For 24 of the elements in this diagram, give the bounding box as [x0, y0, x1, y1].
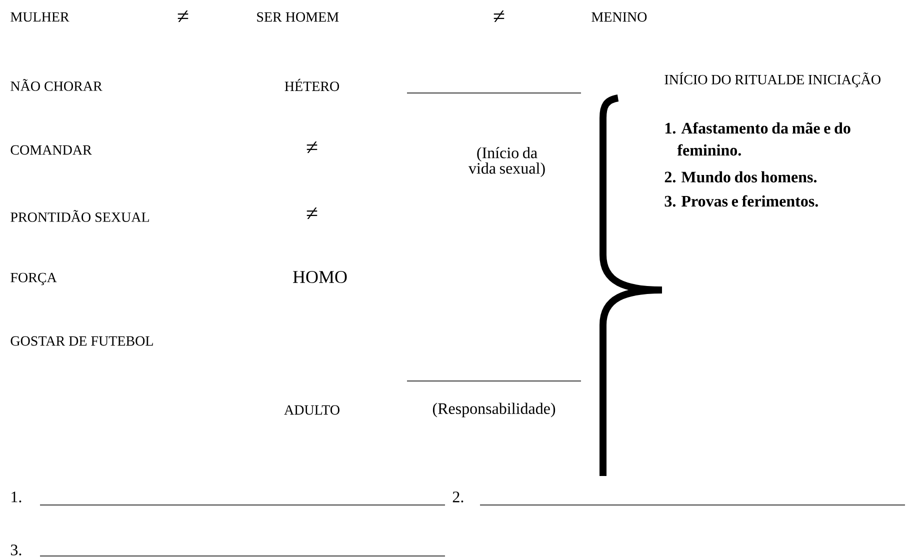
label-text: HÉTERO [284, 78, 340, 92]
label-text: GOSTAR DE FUTEBOL [10, 336, 153, 346]
label-text: ADULTO [284, 405, 340, 415]
label-text: COMANDAR [10, 145, 92, 155]
item-number: 1. [12, 492, 22, 502]
label-text: HOMO [293, 270, 347, 284]
label-text: MULHER [10, 12, 70, 22]
item-number: 3. [10, 544, 22, 556]
heading-text: INÍCIO DO RITUALDE INICIAÇÃO [664, 72, 880, 88]
label-text: SER HOMEM [257, 12, 339, 22]
not-equal-sign: ≠ [494, 10, 504, 22]
not-equal-sign: ≠ [306, 141, 318, 154]
list-item: 3. Provas e ferimentos. [664, 195, 818, 207]
note-text: (Responsabilidade) [432, 402, 556, 418]
label-text: NÃO CHORAR [10, 79, 102, 91]
label-text: FORÇA [10, 272, 57, 286]
note-text: (Início da vida sexual) [468, 147, 545, 178]
not-equal-sign: ≠ [178, 10, 188, 22]
label-text: MENINO [592, 12, 647, 22]
not-equal-sign: ≠ [306, 207, 318, 220]
list-item: 2. Mundo dos homens. [664, 171, 817, 183]
label-text: PRONTIDÃO SEXUAL [10, 210, 149, 222]
item-number: 2. [452, 492, 464, 502]
list-item: 1. Afastamento da mãe e do feminino. [666, 122, 850, 156]
